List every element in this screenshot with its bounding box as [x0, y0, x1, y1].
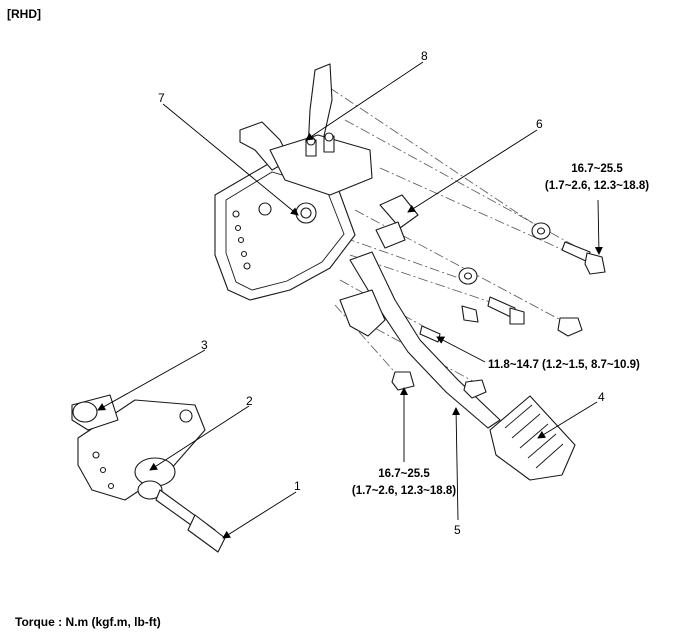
callout-6: 6 [536, 117, 543, 131]
assembly-lines [329, 87, 591, 386]
pedal-bracket [214, 63, 373, 301]
callout-4: 4 [598, 390, 605, 404]
torque-upper-right-nm: 16.7~25.5 [571, 163, 623, 175]
header-label: [RHD] [7, 7, 41, 21]
callout-3: 3 [201, 338, 208, 352]
torque-lower-nm: 16.7~25.5 [378, 468, 430, 480]
pedal-pad [489, 395, 576, 481]
master-cylinder [71, 394, 226, 553]
callout-2: 2 [246, 394, 253, 408]
callout-7: 7 [158, 91, 165, 105]
leader-lines [97, 61, 603, 539]
torque-lower-alt: (1.7~2.6, 12.3~18.8) [352, 485, 456, 497]
callout-8: 8 [421, 49, 428, 63]
torque-specs: 16.7~25.5 (1.7~2.6, 12.3~18.8) 11.8~14.7… [352, 163, 649, 497]
torque-upper-right-alt: (1.7~2.6, 12.3~18.8) [545, 180, 649, 192]
callout-5: 5 [454, 523, 461, 537]
callout-1: 1 [294, 479, 301, 493]
torque-units-footer: Torque : N.m (kgf.m, lb-ft) [15, 615, 161, 629]
torque-middle: 11.8~14.7 (1.2~1.5, 8.7~10.9) [488, 359, 640, 371]
callout-numbers: 1 2 3 4 5 6 7 8 [158, 49, 605, 537]
fasteners [391, 222, 606, 399]
clutch-switch [375, 194, 419, 249]
clutch-pedal [339, 251, 576, 481]
